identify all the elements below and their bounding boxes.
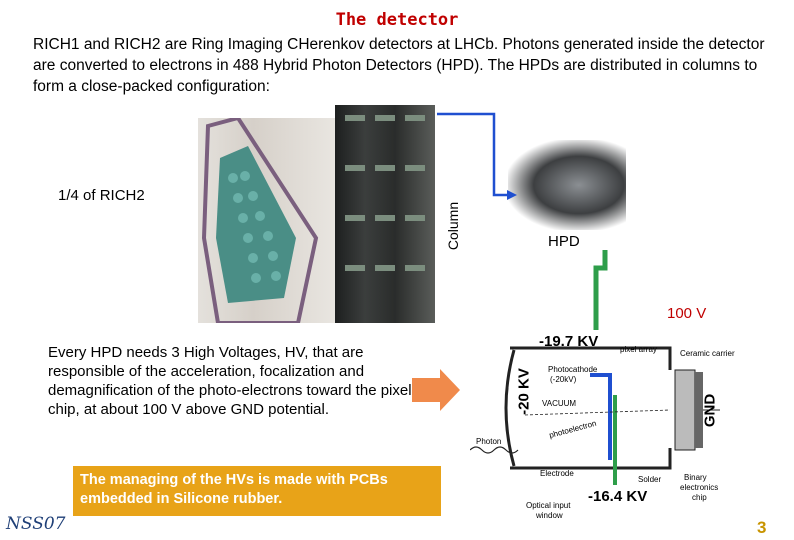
blue-hv-line bbox=[590, 373, 612, 460]
ceramic-carrier bbox=[695, 372, 703, 448]
rich2-illustration bbox=[201, 118, 319, 323]
photon-wave bbox=[470, 446, 519, 454]
pixel-array-label: pixel array bbox=[620, 345, 657, 354]
hpd-photo bbox=[508, 140, 626, 230]
photocathode-voltage-label: (-20kV) bbox=[550, 375, 577, 384]
photon-label: Photon bbox=[476, 437, 501, 446]
photocathode-label: Photocathode bbox=[548, 365, 598, 374]
hv-description: Every HPD needs 3 High Voltages, HV, tha… bbox=[48, 344, 412, 418]
hpd-label: HPD bbox=[548, 233, 580, 250]
blue-arrow-head bbox=[507, 190, 517, 200]
intro-text: RICH1 and RICH2 are Ring Imaging CHerenk… bbox=[33, 36, 765, 95]
photocathode-arc bbox=[504, 349, 516, 467]
nss07-logo: NSS07 bbox=[6, 514, 66, 534]
voltage-16-4-label: -16.4 KV bbox=[588, 488, 648, 505]
green-connector-line bbox=[593, 250, 608, 330]
vacuum-label: VACUUM bbox=[542, 399, 576, 408]
page-number: 3 bbox=[757, 518, 767, 537]
blue-connector-line bbox=[437, 112, 507, 197]
photoelectron-label: photoelectron bbox=[548, 419, 597, 440]
top-electrode bbox=[510, 346, 672, 370]
column-illustration bbox=[345, 115, 425, 271]
gnd-label: GND bbox=[701, 393, 719, 428]
v100-label: 100 V bbox=[667, 305, 707, 322]
rich2-label: 1/4 of RICH2 bbox=[58, 187, 145, 204]
slide-title: The detector bbox=[335, 10, 459, 30]
hpd-column-photo bbox=[335, 105, 435, 323]
ceramic-carrier-label: Ceramic carrier bbox=[680, 349, 735, 358]
photoelectron-path bbox=[524, 409, 671, 416]
electronics-label: electronics bbox=[680, 483, 718, 492]
chip-label: chip bbox=[692, 493, 707, 502]
pixel-chip bbox=[674, 369, 696, 451]
orange-arrow-icon bbox=[412, 369, 460, 411]
rich2-photo bbox=[198, 118, 336, 323]
solder-label: Solder bbox=[638, 475, 661, 484]
pcb-note-text: The managing of the HVs is made with PCB… bbox=[80, 472, 388, 507]
voltage-19-7-label: -19.7 KV bbox=[539, 333, 599, 350]
binary-label: Binary bbox=[684, 473, 707, 482]
voltage-20-label: -20 KV bbox=[515, 368, 533, 415]
optical-input-label: Optical input bbox=[526, 501, 571, 510]
hpd-schematic: pixel array Ceramic carrier Photocathode… bbox=[470, 345, 735, 520]
electrode-label: Electrode bbox=[540, 469, 574, 478]
window-label: window bbox=[535, 511, 563, 520]
bottom-electrode bbox=[510, 448, 672, 470]
pcb-note-box bbox=[73, 466, 441, 516]
